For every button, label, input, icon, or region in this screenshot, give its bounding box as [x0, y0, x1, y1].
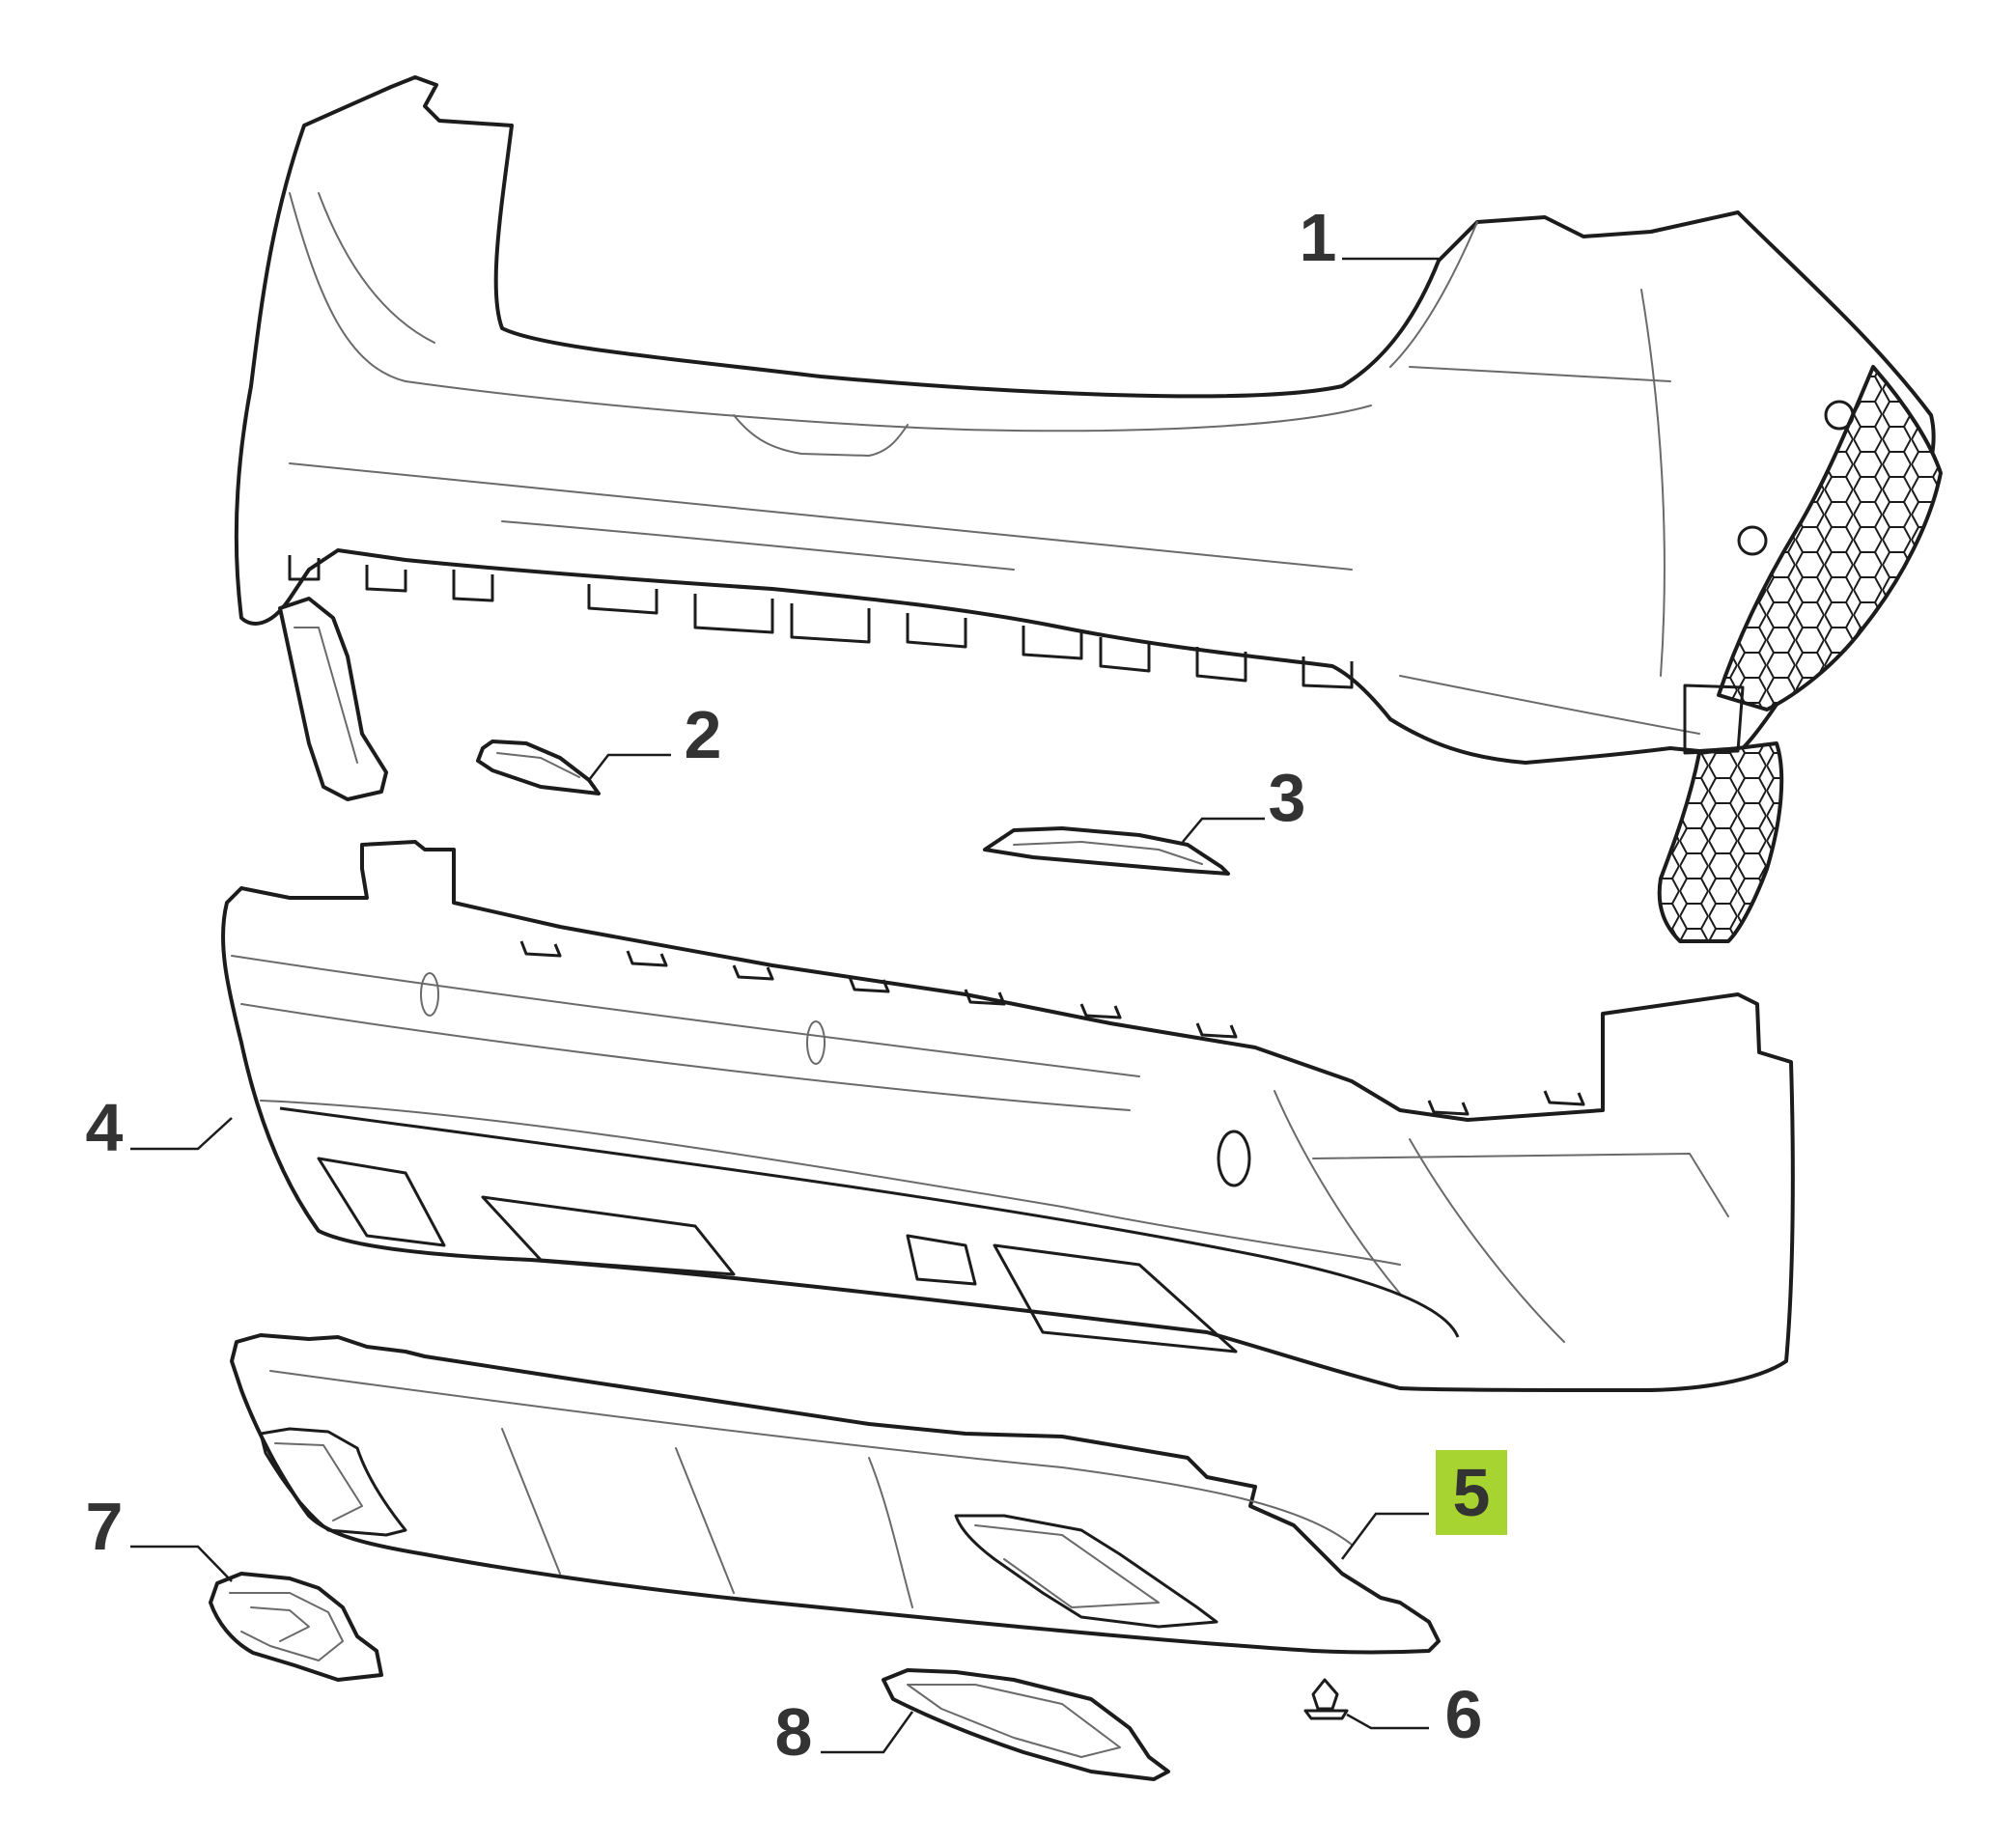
trim-insert-small [476, 740, 601, 795]
rear-bumper-cover [234, 75, 1943, 943]
callout-6: 6 [1445, 1677, 1483, 1752]
leader-6 [1346, 1713, 1429, 1730]
leader-2 [588, 753, 671, 781]
exhaust-trim-left [209, 1572, 383, 1682]
callout-3: 3 [1269, 760, 1306, 835]
lower-bumper-section [221, 840, 1795, 1392]
push-clip-fastener [1303, 1678, 1349, 1720]
leader-3 [1182, 817, 1265, 843]
callout-2: 2 [685, 697, 722, 772]
callout-5: 5 [1453, 1455, 1491, 1530]
leader-lines [130, 257, 1439, 1754]
callout-1: 1 [1300, 200, 1337, 275]
leader-5 [1340, 1512, 1429, 1560]
leader-7 [130, 1545, 233, 1582]
highlight-box-5 [1436, 1450, 1507, 1535]
callouts: 1 2 3 4 5 6 7 8 [86, 200, 1507, 1770]
rear-diffuser-panel [230, 1333, 1441, 1655]
callout-4: 4 [86, 1090, 124, 1165]
exhaust-trim-right [882, 1668, 1170, 1781]
leader-4 [130, 1117, 233, 1151]
callout-8: 8 [775, 1694, 813, 1770]
leader-8 [821, 1711, 914, 1754]
callout-7: 7 [86, 1489, 124, 1564]
trim-insert-large [983, 826, 1230, 876]
